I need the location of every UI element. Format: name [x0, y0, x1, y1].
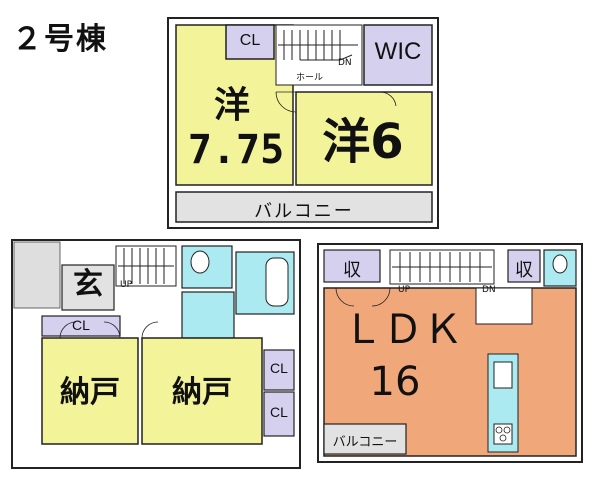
- storage-room-right: [141, 337, 263, 445]
- toilet-icon: [190, 250, 210, 274]
- entrance-label: 玄: [73, 267, 103, 302]
- storage-label-left: 納戸: [60, 375, 120, 410]
- storage-label-2f-b: 収: [515, 260, 533, 280]
- closet-3f: [225, 24, 275, 60]
- room-label-western-left: 洋: [213, 85, 250, 126]
- ldk-label: ＬＤＫ: [343, 307, 463, 353]
- washroom-1f: [181, 291, 235, 339]
- closet-1f-a: [263, 349, 295, 391]
- walk-in-closet: [363, 24, 433, 86]
- storage-label-2f-a: 収: [343, 260, 361, 280]
- closet-1f-b: [263, 391, 295, 437]
- hall-2f: [475, 287, 533, 325]
- closet-label-3f: CL: [239, 32, 261, 49]
- building-title: ２号棟: [12, 22, 108, 57]
- closet-label-1f: CL: [72, 317, 90, 333]
- stairs-2f: [389, 249, 495, 285]
- entrance-area: [61, 264, 115, 311]
- hall-3f: [275, 24, 363, 86]
- hall-label-3f: ホール: [296, 73, 324, 83]
- ldk-size: 16: [369, 359, 421, 405]
- balcony-3f: [175, 191, 433, 223]
- storage-label-right: 納戸: [172, 375, 232, 410]
- porch: [13, 241, 61, 309]
- balcony-label-2f: バルコニー: [332, 434, 398, 449]
- balcony-label-3f: バルコニー: [254, 201, 354, 221]
- room-size-western-left: 7.75: [187, 127, 285, 173]
- stairs-1f: [115, 245, 177, 287]
- closet-label-1f-a: CL: [270, 360, 288, 376]
- bathtub-icon: [265, 257, 289, 307]
- storage-2f-a: [323, 249, 381, 283]
- floor-1: [11, 239, 301, 469]
- stove-icon: [493, 423, 513, 445]
- stair-up-2f: UP: [398, 285, 411, 295]
- closet-label-1f-b: CL: [270, 404, 288, 420]
- stairs-3f: [278, 30, 358, 61]
- sink-icon: [493, 361, 513, 389]
- stair-up-1f: UP: [120, 280, 133, 290]
- wic-label: WIC: [374, 38, 422, 65]
- floor-3: [167, 17, 439, 229]
- room-label-western-right: 洋6: [322, 114, 404, 170]
- storage-2f-b: [507, 249, 541, 283]
- stair-dn-3f: DN: [338, 58, 352, 68]
- storage-room-left: [41, 337, 139, 445]
- room-western-6: [295, 91, 433, 186]
- stair-dn-2f: DN: [482, 285, 496, 295]
- floor-2: [317, 243, 583, 463]
- balcony-2f: [323, 423, 407, 455]
